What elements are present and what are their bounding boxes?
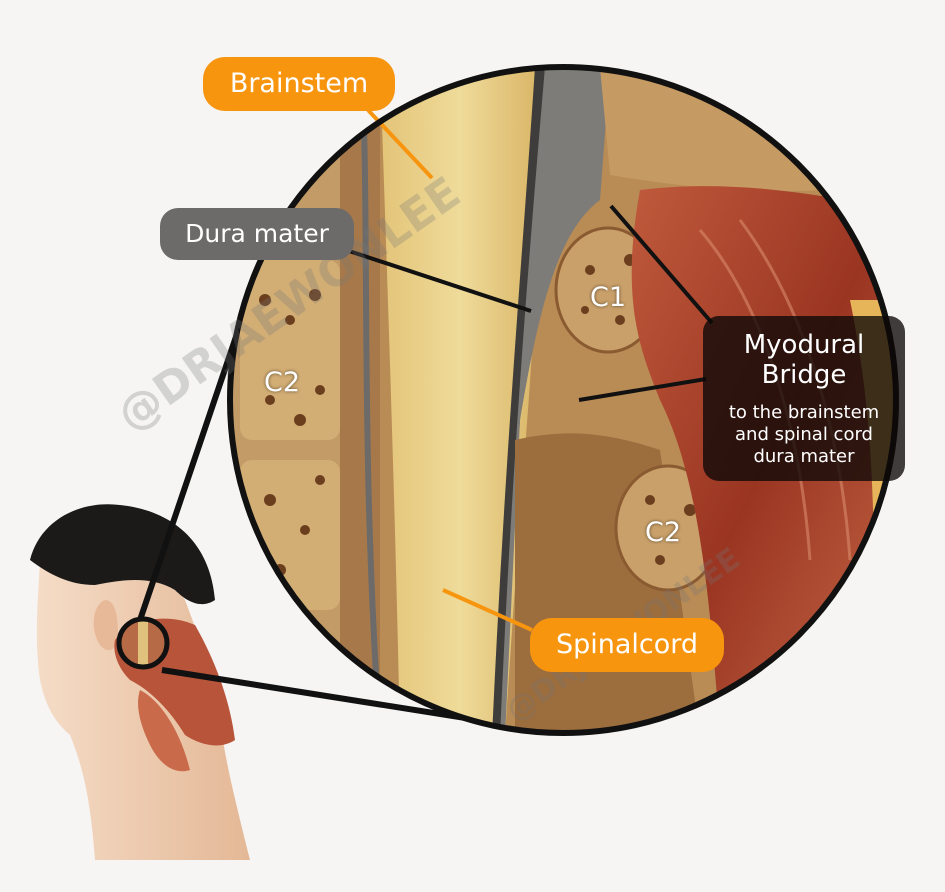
- vertebra-label-c2-left: C2: [264, 367, 301, 398]
- head-neck-figure: [30, 504, 250, 860]
- pointer-bridge-upper: [609, 204, 714, 325]
- pointer-bridge-lower: [578, 377, 707, 402]
- dura-mater-label: Dura mater: [160, 208, 354, 260]
- vertebra-label-c1: C1: [590, 282, 627, 313]
- spinalcord-label: Spinalcord: [530, 618, 724, 672]
- vertebra-label-c2-right: C2: [645, 517, 682, 548]
- pointer-dura: [345, 248, 532, 313]
- ear: [93, 600, 118, 651]
- zoom-origin-circle: [116, 616, 170, 670]
- pointer-spinalcord: [442, 588, 533, 632]
- spinal-cord: [380, 67, 540, 733]
- myodural-bridge-callout: Myodural Bridge to the brainstem and spi…: [703, 316, 905, 481]
- neck-muscle-lower: [138, 690, 190, 772]
- myodural-bridge-title: Myodural Bridge: [743, 330, 865, 390]
- zoom-line-bottom: [161, 667, 498, 726]
- brainstem-label: Brainstem: [203, 57, 395, 111]
- myodural-bridge-description: to the brainstem and spinal cord dura ma…: [728, 402, 880, 467]
